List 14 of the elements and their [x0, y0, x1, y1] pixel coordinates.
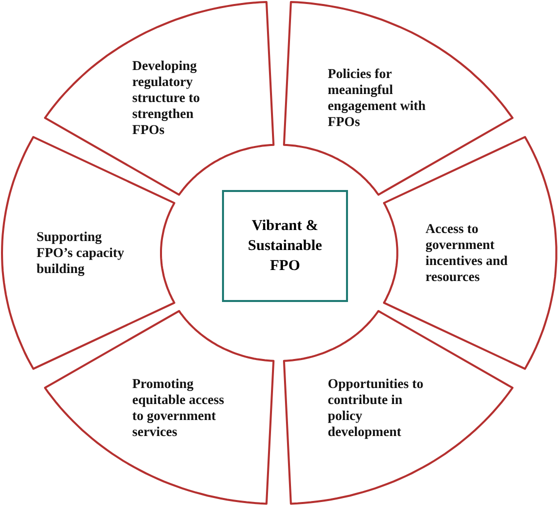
segment-text: Access to government incentives and resources [425, 220, 509, 285]
segment-text: Opportunities to contribute in policy development [328, 376, 424, 440]
segment-text: Supporting FPO’s capacity building [36, 228, 126, 277]
segment-text: Policies for meaningful engagement with FPOs [328, 66, 427, 130]
ring-segment [384, 137, 556, 369]
ring-segment [2, 137, 174, 369]
segment-text: Developing regulatory structure to strengthen FPOs [132, 58, 201, 138]
ring-segment [45, 311, 274, 504]
segment-text: Promoting equitable access to government services [132, 376, 226, 440]
ring-segment [284, 311, 513, 504]
ring-segment [45, 2, 274, 195]
center-text: Vibrant & Sustainable FPO [246, 217, 324, 276]
center-box [222, 190, 348, 302]
ring-segment [284, 2, 513, 195]
